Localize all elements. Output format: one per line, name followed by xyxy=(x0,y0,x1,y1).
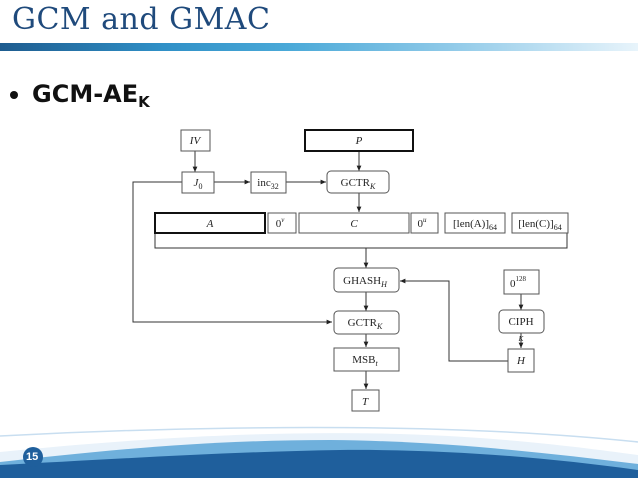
h-label: H xyxy=(516,355,526,367)
iv-label: IV xyxy=(189,135,202,147)
iv-box xyxy=(180,129,211,152)
arrow-h-to-ghash xyxy=(400,278,508,362)
len-a-label: [len(A)]64 xyxy=(453,218,497,232)
bullet-heading-subscript: K xyxy=(138,93,150,111)
a-box xyxy=(154,212,266,234)
j0-box xyxy=(181,171,215,194)
concat-bracket xyxy=(154,233,568,249)
bullet-heading: GCM-AEK xyxy=(32,80,150,111)
bullet-dot xyxy=(10,91,18,99)
arrow-j0-to-gctr-bottom xyxy=(132,181,332,325)
a-label: A xyxy=(206,218,214,230)
gctr-top-label: GCTRK xyxy=(341,177,376,191)
inc-box xyxy=(250,171,287,194)
gctr-bottom-box xyxy=(333,310,400,335)
c-label: C xyxy=(350,218,358,230)
ghash-label: GHASHH xyxy=(343,275,388,289)
j0-label: J0 xyxy=(194,177,203,191)
footer-wave-line xyxy=(0,426,638,443)
gctr-bottom-label: GCTRK xyxy=(348,317,383,331)
zero-128-box xyxy=(503,269,540,295)
len-a-box xyxy=(444,212,506,234)
page-number: 15 xyxy=(26,451,39,463)
diagram-labels: IV P J0 inc32 GCTRK A 0v C 0u [len(A)]64… xyxy=(189,135,562,408)
len-c-label: [len(C)]64 xyxy=(518,218,561,232)
title-underline-bar xyxy=(0,43,638,51)
msb-label: MSBt xyxy=(352,354,378,368)
h-box xyxy=(507,348,535,373)
len-c-box xyxy=(511,212,569,234)
p-box xyxy=(304,129,414,152)
ciph-label: CIPH xyxy=(508,316,533,328)
zero-v-box xyxy=(267,212,297,234)
slide-title: GCM and GMAC xyxy=(12,2,271,37)
t-label: T xyxy=(362,396,369,408)
zero-128-label: 0128 xyxy=(510,275,527,290)
footer-wave-dark xyxy=(0,449,638,478)
t-box xyxy=(351,389,380,412)
c-box xyxy=(298,212,410,234)
footer-wave-decoration xyxy=(0,426,638,478)
gctr-top-box xyxy=(326,170,390,194)
diagram-boxes xyxy=(154,129,569,412)
ghash-box xyxy=(333,267,400,293)
zero-u-label: 0u xyxy=(418,216,428,230)
diagram-connectors xyxy=(132,151,568,389)
p-label: P xyxy=(355,135,363,147)
bullet-heading-text: GCM-AE xyxy=(32,80,139,108)
zero-u-box xyxy=(410,212,439,234)
msb-box xyxy=(333,347,400,372)
ciph-box xyxy=(498,309,545,334)
page-number-badge xyxy=(23,447,43,467)
inc-label: inc32 xyxy=(257,177,278,191)
ciph-key-label: K xyxy=(518,335,524,343)
zero-v-label: 0v xyxy=(276,216,286,230)
